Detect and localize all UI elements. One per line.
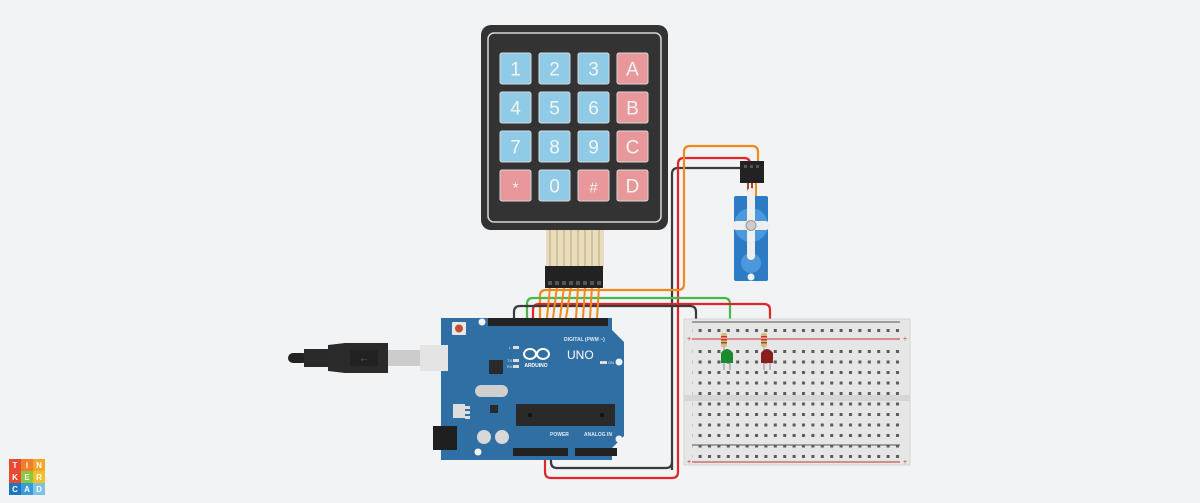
keypad-ribbon xyxy=(545,230,604,288)
logo-letter: C xyxy=(9,483,21,495)
keypad-key-2[interactable]: 2 xyxy=(538,52,571,85)
keypad-keys: 1 2 3 A 4 5 6 B 7 8 9 C * 0 # D xyxy=(499,52,649,202)
breadboard[interactable]: + + + + xyxy=(683,318,911,466)
arduino-uno[interactable]: DIGITAL (PWM ~) ARDUINO UNO L TX RX ON xyxy=(420,318,624,460)
keypad-key-label: 8 xyxy=(549,138,560,159)
resistor-green[interactable] xyxy=(721,333,727,350)
keypad-key-label: # xyxy=(589,180,598,197)
keypad-key-7[interactable]: 7 xyxy=(499,130,532,163)
keypad-key-label: 6 xyxy=(588,99,599,120)
keypad-key-label: 0 xyxy=(549,177,560,198)
logo-letter: E xyxy=(21,471,33,483)
wire-breadboard-ground[interactable] xyxy=(512,304,698,326)
analog-label: ANALOG IN xyxy=(584,432,612,438)
wire-servo-signal[interactable] xyxy=(538,144,760,318)
digital-header xyxy=(488,318,608,326)
keypad-key-D[interactable]: D xyxy=(616,169,649,202)
keypad-key-label: * xyxy=(513,180,519,197)
model-label: UNO xyxy=(567,348,594,362)
keypad-connector xyxy=(545,266,603,288)
keypad-key-1[interactable]: 1 xyxy=(499,52,532,85)
breadboard-plus-bottom-right: + xyxy=(903,459,907,466)
svg-text:ARDUINO: ARDUINO xyxy=(524,363,547,369)
on-label: ON xyxy=(608,360,614,365)
keypad-key-8[interactable]: 8 xyxy=(538,130,571,163)
keypad-key-0[interactable]: 0 xyxy=(538,169,571,202)
logo-letter: R xyxy=(33,471,45,483)
logo-letter: K xyxy=(9,471,21,483)
power-label: POWER xyxy=(550,432,569,438)
keypad-key-6[interactable]: 6 xyxy=(577,91,610,124)
keypad-key-*[interactable]: * xyxy=(499,169,532,202)
wires xyxy=(512,144,772,480)
atmega-chip xyxy=(516,404,615,426)
digital-label: DIGITAL (PWM ~) xyxy=(564,337,605,343)
servo-connector xyxy=(740,161,764,183)
keypad-key-label: 1 xyxy=(510,60,521,81)
keypad-key-C[interactable]: C xyxy=(616,130,649,163)
keypad-key-label: 5 xyxy=(549,99,560,120)
keypad-key-label: 2 xyxy=(549,60,560,81)
keypad[interactable]: 1 2 3 A 4 5 6 B 7 8 9 C * 0 # D xyxy=(481,25,668,288)
breadboard-plus-bottom: + xyxy=(687,459,691,466)
power-jack xyxy=(433,426,457,450)
keypad-wires xyxy=(546,286,600,319)
led-red[interactable] xyxy=(761,349,773,370)
keypad-key-label: 7 xyxy=(510,138,521,159)
logo-letter: A xyxy=(21,483,33,495)
keypad-key-3[interactable]: 3 xyxy=(577,52,610,85)
logo-letter: I xyxy=(21,459,33,471)
power-header xyxy=(513,448,568,456)
keypad-key-4[interactable]: 4 xyxy=(499,91,532,124)
keypad-key-9[interactable]: 9 xyxy=(577,130,610,163)
keypad-key-#[interactable]: # xyxy=(577,169,610,202)
logo-letter: T xyxy=(9,459,21,471)
wire-green-led[interactable] xyxy=(525,296,732,352)
keypad-key-label: 4 xyxy=(510,99,521,120)
l-label: L xyxy=(509,345,512,350)
keypad-key-B[interactable]: B xyxy=(616,91,649,124)
arduino-logo: ARDUINO xyxy=(523,348,550,369)
keypad-key-label: 3 xyxy=(588,60,599,81)
resistor-red[interactable] xyxy=(761,333,767,350)
usb-icon: ⭠ xyxy=(360,354,367,364)
tx-label: TX xyxy=(507,358,512,363)
keypad-key-5[interactable]: 5 xyxy=(538,91,571,124)
logo-letter: D xyxy=(33,483,45,495)
breadboard-plus-top: + xyxy=(687,336,691,343)
led-green[interactable] xyxy=(721,349,733,370)
rx-label: RX xyxy=(507,364,513,369)
keypad-key-label: D xyxy=(626,177,640,198)
keypad-key-label: A xyxy=(626,60,639,81)
breadboard-plus-top-right: + xyxy=(903,336,907,343)
logo-letter: N xyxy=(33,459,45,471)
analog-header xyxy=(575,448,617,456)
wire-red-led[interactable] xyxy=(531,302,772,352)
keypad-key-label: B xyxy=(626,99,639,120)
wire-ground-bottom[interactable] xyxy=(549,455,674,470)
keypad-key-label: C xyxy=(626,138,640,159)
servo[interactable] xyxy=(732,161,770,281)
keypad-border xyxy=(487,32,662,223)
keypad-key-label: 9 xyxy=(588,138,599,159)
wire-servo-power[interactable] xyxy=(543,156,752,480)
keypad-key-A[interactable]: A xyxy=(616,52,649,85)
